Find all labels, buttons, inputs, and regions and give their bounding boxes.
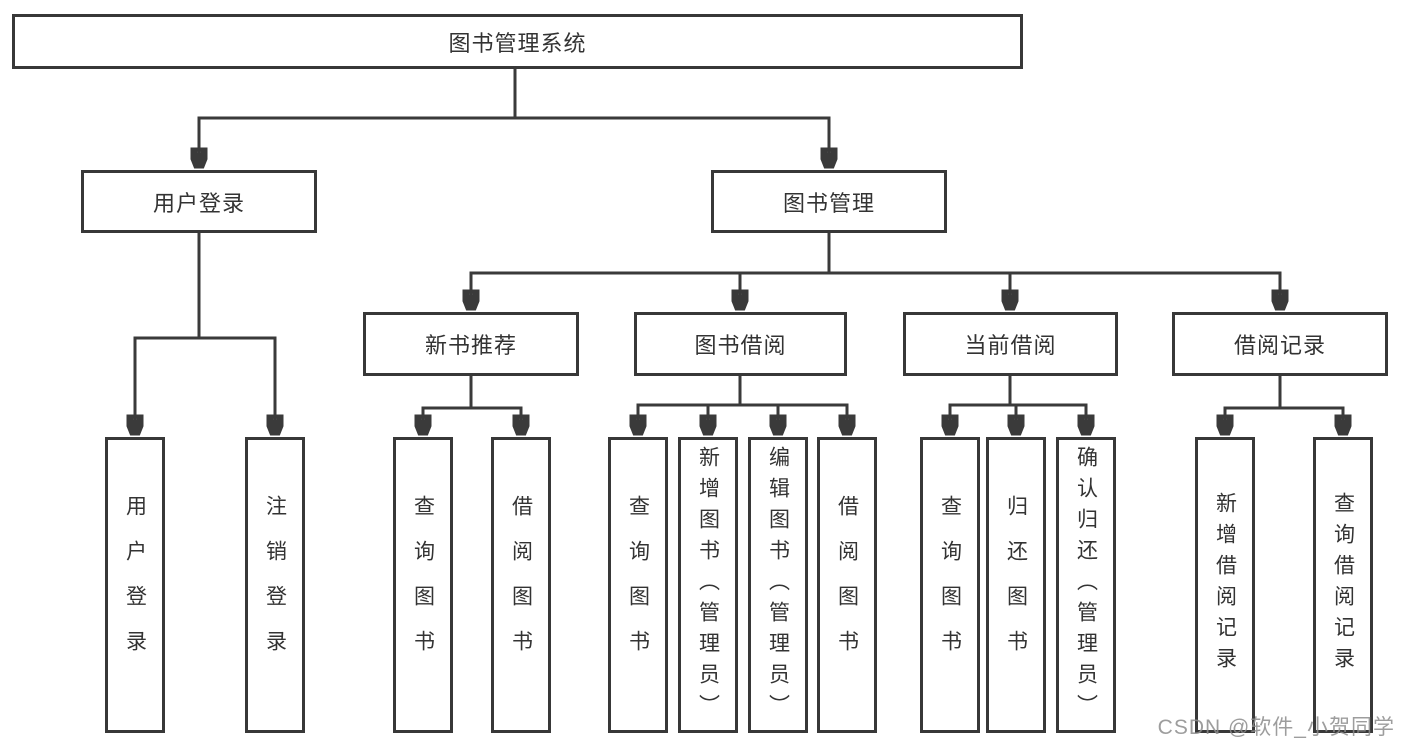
node-current-borrowing: 当前借阅 xyxy=(903,312,1118,376)
leaf-borrow-books-1: 借阅图书 xyxy=(491,437,551,733)
leaf-label: 归还图书 xyxy=(1004,495,1028,675)
leaf-label: 编辑图书（管理员） xyxy=(766,445,790,725)
leaf-add-borrow-record: 新增借阅记录 xyxy=(1195,437,1255,733)
node-current-borrowing-label: 当前借阅 xyxy=(964,333,1057,358)
leaf-query-borrow-record: 查询借阅记录 xyxy=(1313,437,1373,733)
node-new-book-recommend-label: 新书推荐 xyxy=(424,333,517,358)
leaf-edit-books-admin: 编辑图书（管理员） xyxy=(748,437,808,733)
node-root: 图书管理系统 xyxy=(12,14,1023,69)
leaf-label: 新增借阅记录 xyxy=(1213,492,1237,678)
node-book-borrowing: 图书借阅 xyxy=(634,312,847,376)
node-borrow-records-label: 借阅记录 xyxy=(1233,333,1326,358)
node-book-management-label: 图书管理 xyxy=(782,190,875,216)
leaf-return-books: 归还图书 xyxy=(986,437,1046,733)
leaf-label: 用户登录 xyxy=(123,495,147,675)
node-user-login-label: 用户登录 xyxy=(152,190,245,216)
node-book-management: 图书管理 xyxy=(711,170,947,233)
leaf-label: 借阅图书 xyxy=(835,495,859,675)
node-borrow-records: 借阅记录 xyxy=(1172,312,1388,376)
leaf-logout: 注销登录 xyxy=(245,437,305,733)
leaf-label: 注销登录 xyxy=(263,495,287,675)
leaf-add-books-admin: 新增图书（管理员） xyxy=(678,437,738,733)
leaf-label: 查询借阅记录 xyxy=(1331,492,1355,678)
leaf-label: 查询图书 xyxy=(938,495,962,675)
csdn-watermark: CSDN @软件_小贺同学 xyxy=(1157,716,1395,739)
leaf-label: 新增图书（管理员） xyxy=(696,445,720,725)
leaf-query-books-3: 查询图书 xyxy=(920,437,980,733)
leaf-confirm-return-admin: 确认归还（管理员） xyxy=(1056,437,1116,733)
node-new-book-recommend: 新书推荐 xyxy=(363,312,579,376)
leaf-user-login: 用户登录 xyxy=(105,437,165,733)
node-book-borrowing-label: 图书借阅 xyxy=(694,333,787,358)
leaf-borrow-books-2: 借阅图书 xyxy=(817,437,877,733)
leaf-label: 查询图书 xyxy=(411,495,435,675)
leaf-query-books-2: 查询图书 xyxy=(608,437,668,733)
node-root-label: 图书管理系统 xyxy=(448,30,587,56)
leaf-label: 确认归还（管理员） xyxy=(1074,445,1098,725)
node-user-login: 用户登录 xyxy=(81,170,317,233)
leaf-query-books-1: 查询图书 xyxy=(393,437,453,733)
leaf-label: 借阅图书 xyxy=(509,495,533,675)
leaf-label: 查询图书 xyxy=(626,495,650,675)
